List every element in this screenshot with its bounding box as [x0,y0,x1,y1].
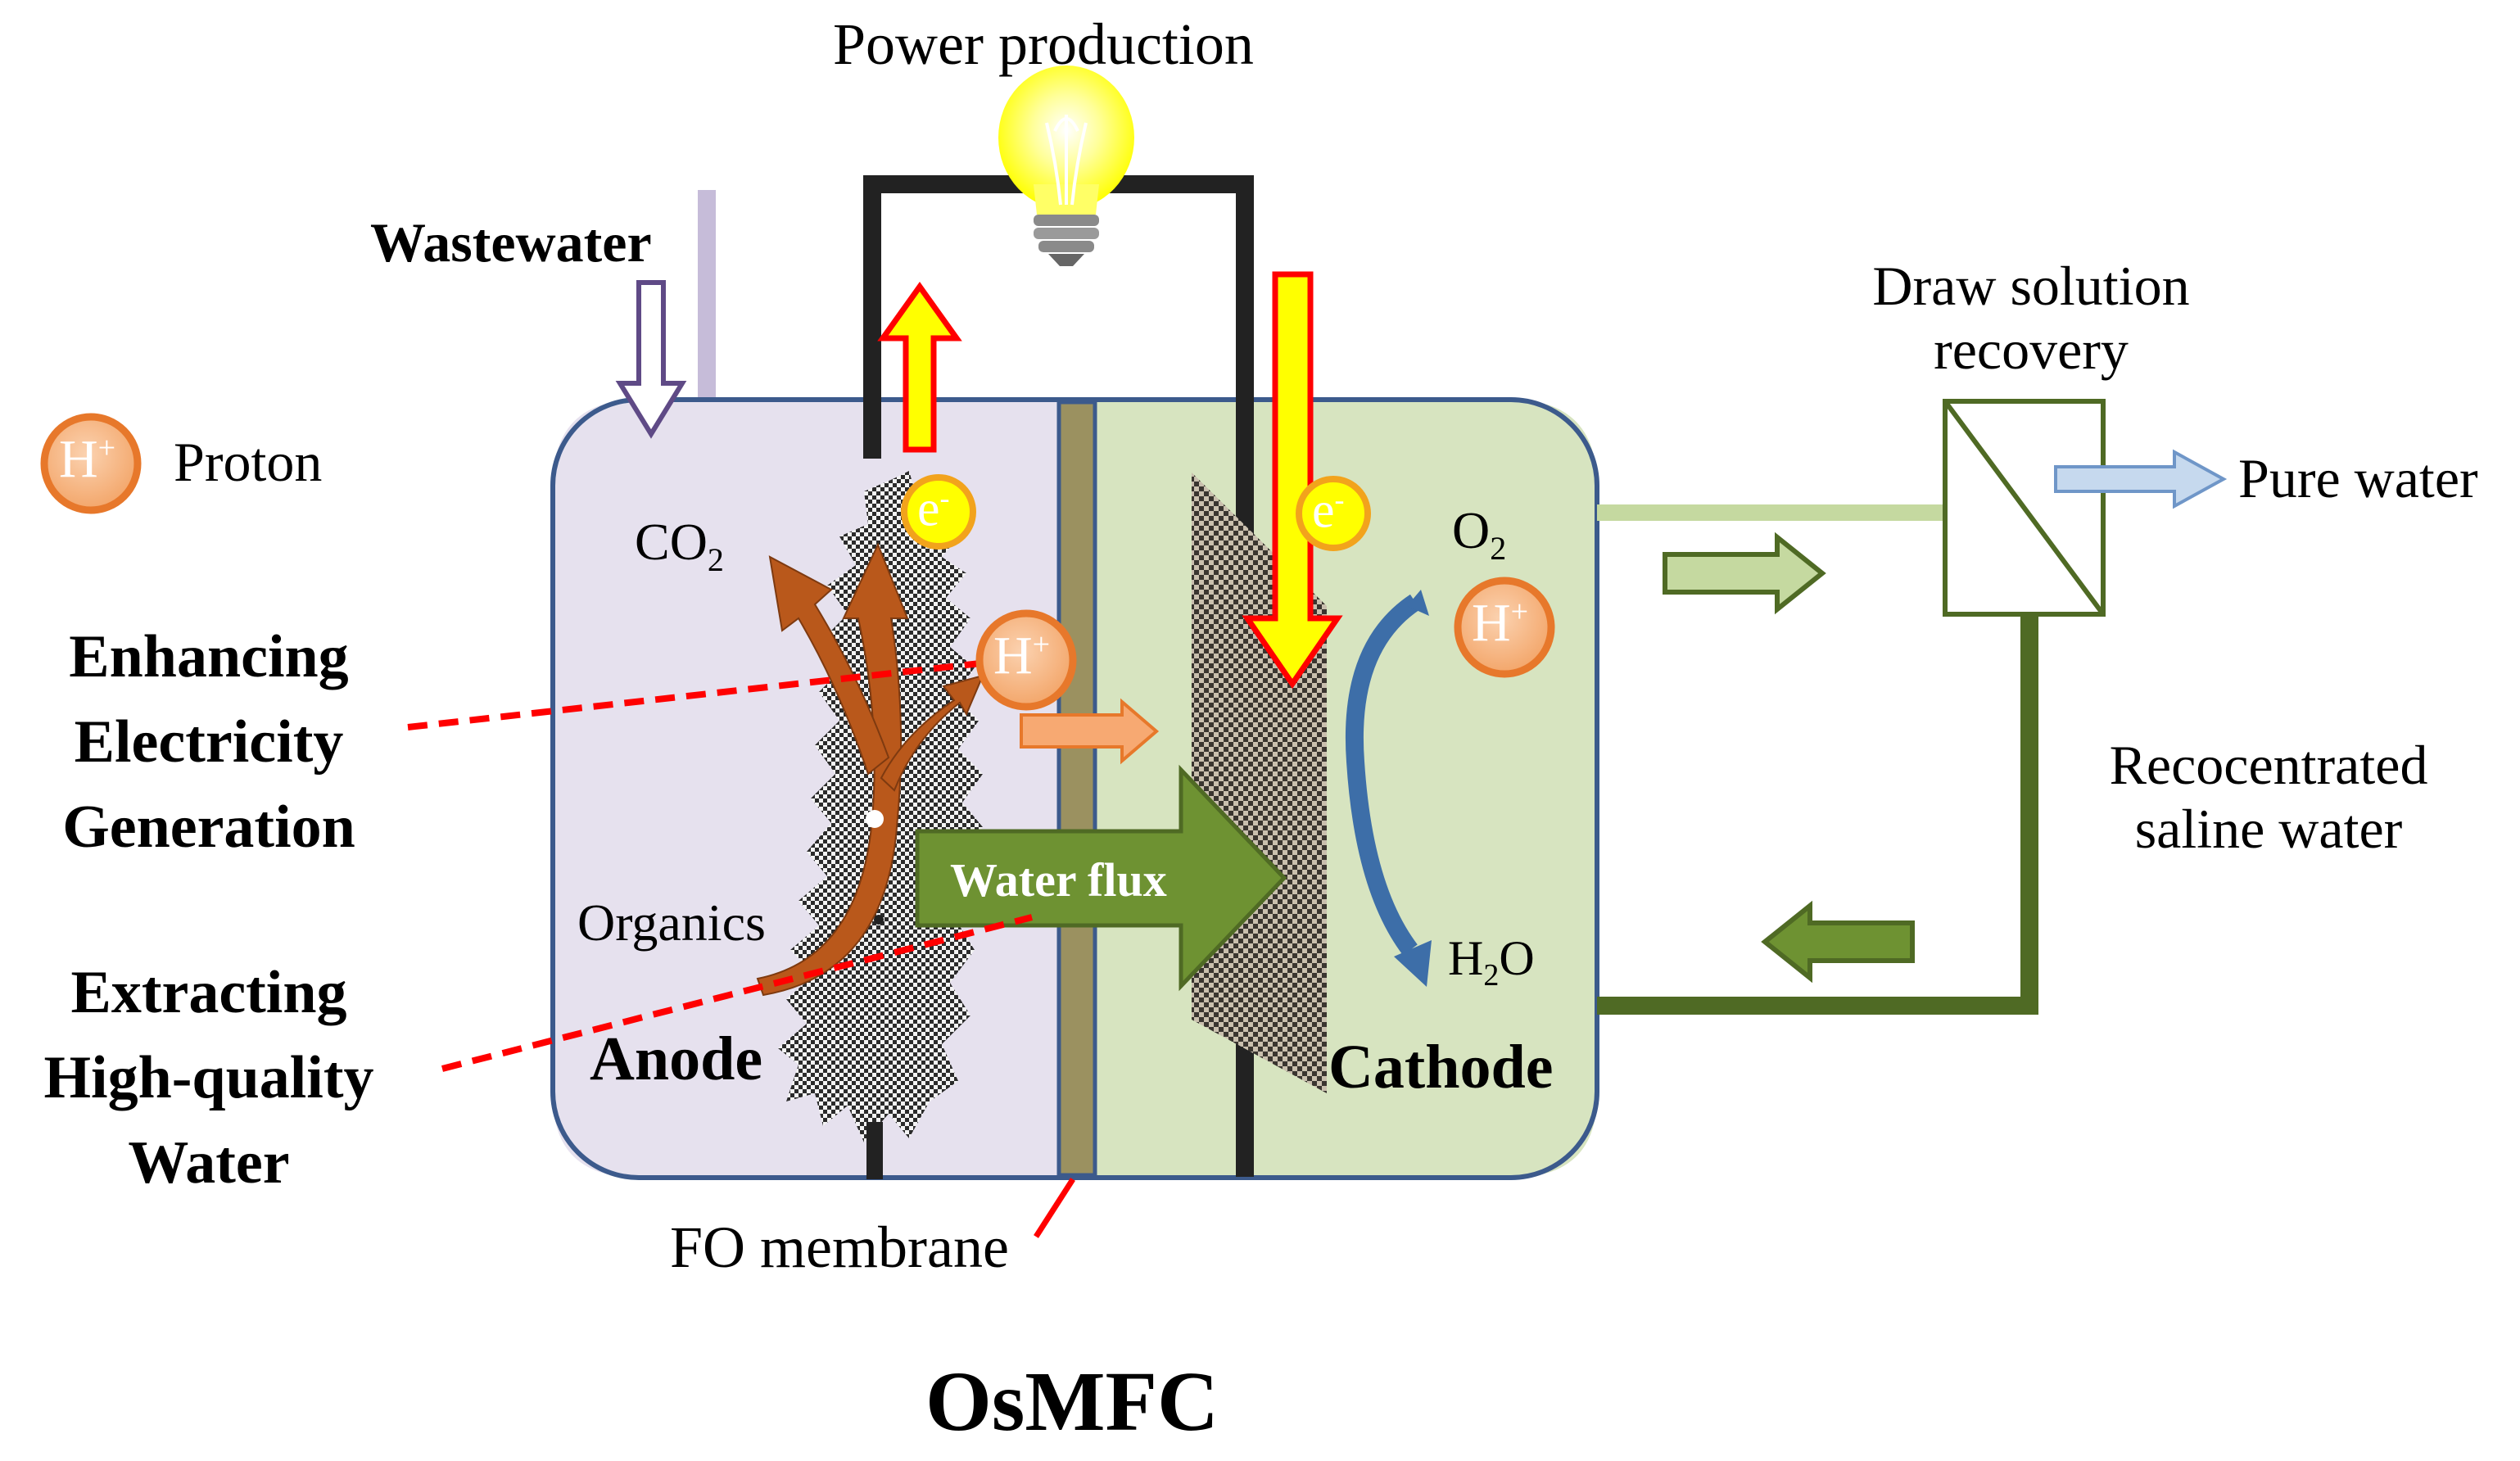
anode-label: Anode [590,1025,763,1093]
h2o-label: H2O [1448,931,1535,993]
wastewater-inflow-arrow [615,280,687,439]
cathode-proton-symbol: H+ [1472,593,1529,653]
cathode-reaction-arrow [1345,594,1421,956]
water-leader-line [441,914,1033,1072]
proton-transfer-arrow [1020,698,1160,765]
cathode-proton [1454,577,1555,678]
electricity-leader-line [407,658,996,730]
light-bulb-icon [998,66,1134,266]
anode-proton-symbol: H+ [993,626,1051,685]
outlet-pipe [1597,504,1945,521]
o2-label: O2 [1452,501,1507,567]
anode-proton [975,609,1077,711]
reactor-outline [550,397,1599,1180]
cathode-label: Cathode [1328,1033,1554,1101]
fo-membrane-label: FO membrane [670,1214,1009,1280]
organics-label: Organics [577,893,766,952]
return-pipe [1597,614,2038,1015]
outflow-arrow [1663,531,1826,615]
cathode-electron-symbol: e- [1312,482,1345,539]
osmfc-title: OsMFC [925,1355,1219,1449]
pure-water-arrow [2054,449,2228,509]
membrane-module-icon [1943,399,2106,617]
anode-rod [866,1122,883,1179]
electron-flow-down-arrow [1242,271,1343,690]
water-flux-arrow [915,764,1287,992]
fo-membrane-leader-line [1034,1178,1075,1238]
cathode-electron [1296,476,1371,551]
legend-proton-symbol: H+ [59,429,116,489]
anode-electron-symbol: e- [917,481,950,537]
reconcentrated-saline-label: Recocentrated saline water [2109,734,2428,860]
wastewater-label: Wastewater [370,211,652,274]
pure-water-label: Pure water [2238,447,2478,509]
bacteria-pathway [756,542,984,997]
power-production-label: Power production [833,11,1254,77]
water-flux-label: Water flux [950,853,1167,907]
enhancing-electricity-label: Enhancing Electricity Generation [62,623,355,861]
wastewater-inlet-pipe [698,190,716,418]
co2-label: CO2 [635,513,724,578]
draw-solution-recovery-label: Draw solution recovery [1872,255,2190,381]
electron-icon [901,474,976,550]
extracting-water-label: Extracting High-quality Water [43,959,374,1196]
fo-membrane [1056,400,1097,1178]
proton-icon [40,413,142,514]
proton-label: Proton [174,431,323,493]
return-flow-arrow [1761,900,1915,984]
electron-flow-up-arrow [877,281,962,453]
